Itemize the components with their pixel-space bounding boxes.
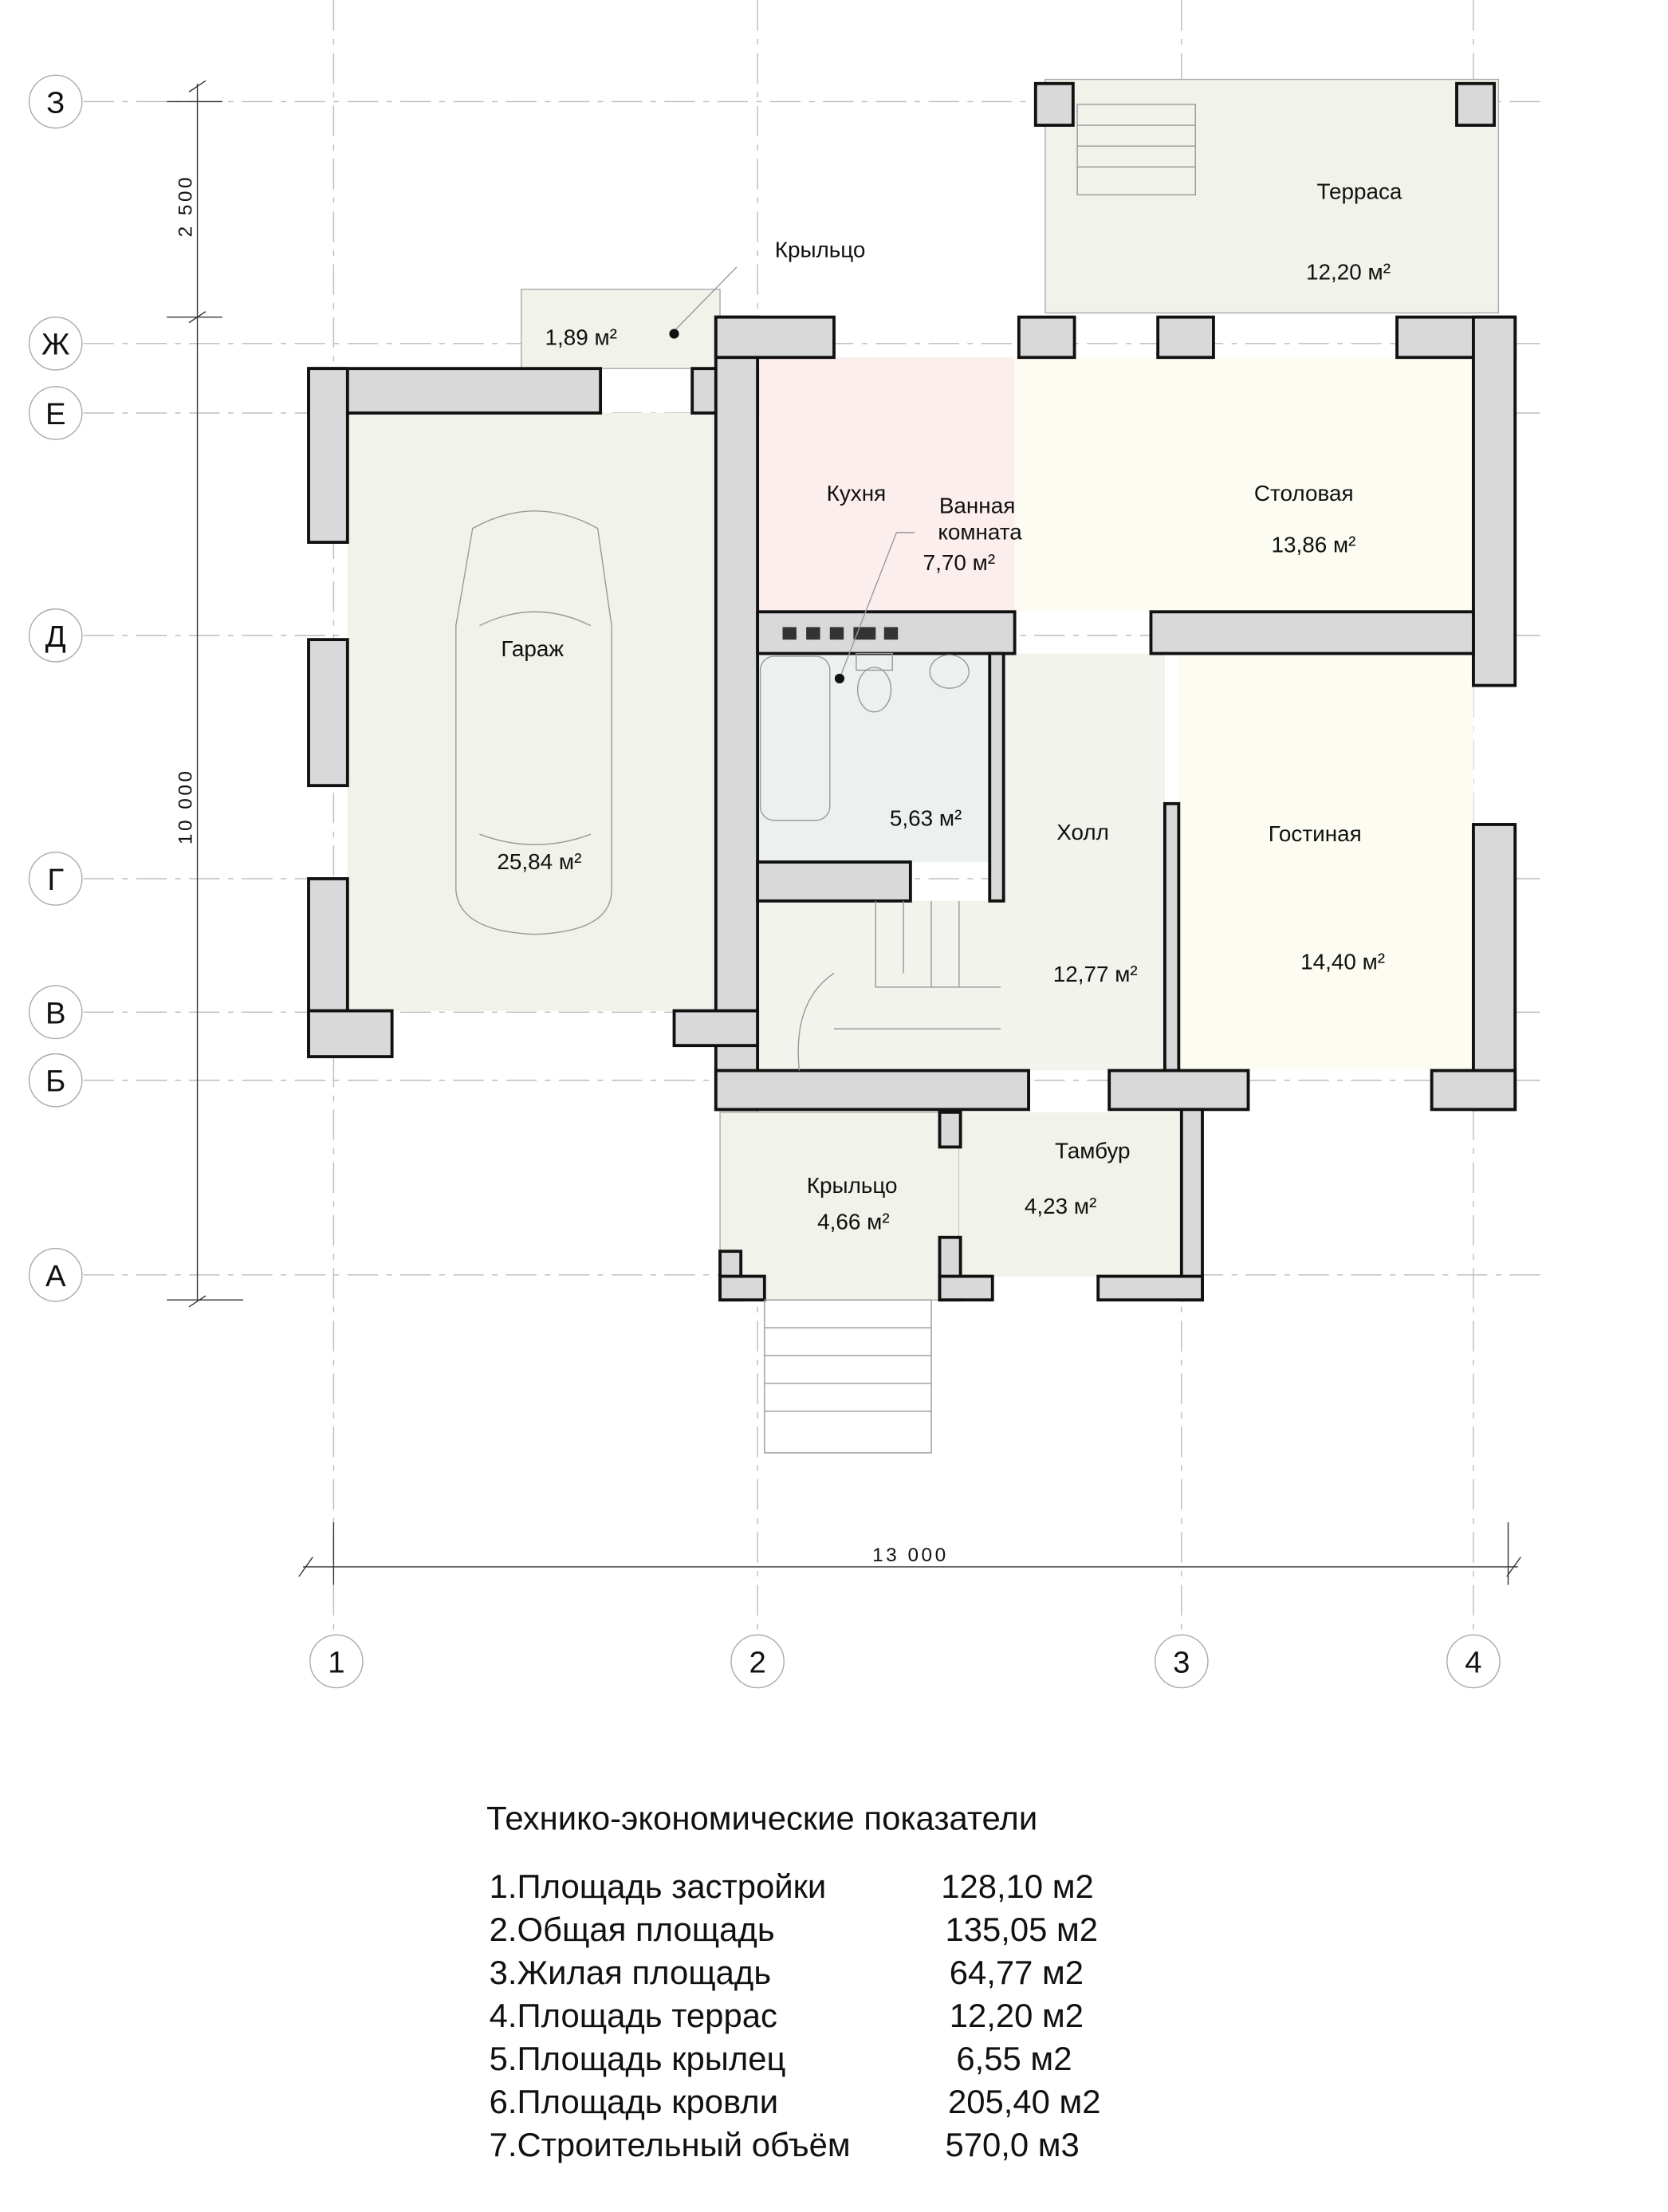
hall-area: 12,77 м² — [1053, 962, 1138, 986]
porch-bottom-area: 4,66 м² — [817, 1209, 889, 1234]
row-bubble-label: А — [45, 1259, 66, 1293]
porch-top-area: 1,89 м² — [545, 325, 616, 350]
indicator-label: 5.Площадь крылец — [490, 2040, 786, 2077]
living-area: 14,40 м² — [1300, 949, 1385, 974]
indicator-value: 6,55 м2 — [956, 2040, 1072, 2077]
terrace-area: 12,20 м² — [1306, 260, 1391, 285]
bathroom-callout-line1: Ванная — [939, 493, 1015, 518]
row-bubble-label: В — [45, 996, 66, 1030]
indicator-value: 205,40 м2 — [948, 2083, 1101, 2120]
row-bubble-label: Б — [45, 1065, 65, 1099]
stairs — [764, 104, 1196, 1454]
hall-label: Холл — [1056, 820, 1109, 844]
column-bubble-label: 2 — [749, 1645, 765, 1679]
dining-label: Столовая — [1254, 481, 1354, 506]
column-bubble-label: 1 — [328, 1645, 344, 1679]
indicator-label: 1.Площадь застройки — [490, 1868, 827, 1905]
indicator-label: 4.Площадь террас — [490, 1997, 777, 2034]
sink-icon — [929, 654, 970, 689]
vestibule-area: 4,23 м² — [1025, 1194, 1096, 1218]
indicator-value: 135,05 м2 — [945, 1911, 1098, 1948]
row-bubbles: З Ж Е Д Г В Б А — [28, 74, 83, 1302]
toilet-icon — [856, 652, 893, 713]
bathroom-callout-line2: комната — [938, 520, 1022, 545]
dimension-lines — [167, 80, 1521, 1585]
indicator-value: 570,0 м3 — [945, 2126, 1079, 2163]
vestibule-label: Тамбур — [1055, 1138, 1131, 1163]
column-bubbles: 1 2 3 4 — [309, 1634, 1501, 1689]
terrace-label: Терраса — [1317, 179, 1402, 203]
column-bubble-label: 4 — [1465, 1645, 1481, 1679]
indicator-value: 12,20 м2 — [950, 1997, 1084, 2034]
indicator-label: 2.Общая площадь — [490, 1911, 775, 1948]
garage-area: 25,84 м² — [497, 849, 581, 874]
room-labels: Терраса 12,20 м² Крыльцо 1,89 м² Кухня В… — [497, 179, 1402, 1234]
porch-top-label: Крыльцо — [775, 238, 866, 262]
row-bubble-label: З — [46, 85, 65, 120]
indicator-label: 3.Жилая площадь — [490, 1954, 771, 1991]
garage-label: Гараж — [501, 636, 564, 661]
walls — [307, 81, 1517, 1302]
bathtub-icon — [759, 655, 831, 821]
living-label: Гостиная — [1269, 821, 1362, 846]
dimension-vertical: 10 000 — [175, 769, 197, 845]
indicator-value: 64,77 м2 — [950, 1954, 1084, 1991]
indicators-title: Технико-экономические показатели — [486, 1799, 1037, 1836]
row-bubble-label: Д — [45, 620, 66, 654]
indicator-label: 6.Площадь кровли — [490, 2083, 778, 2120]
porch-bottom-label: Крыльцо — [807, 1173, 898, 1198]
dining-area: 13,86 м² — [1271, 532, 1355, 557]
indicator-value: 128,10 м2 — [941, 1868, 1094, 1905]
row-bubble-label: Ж — [41, 328, 69, 362]
dimension-horizontal: 13 000 — [872, 1545, 949, 1566]
indicator-label: 7.Строительный объём — [490, 2126, 851, 2163]
row-bubble-label: Е — [45, 397, 66, 431]
car-icon — [455, 510, 612, 935]
column-bubble-label: 3 — [1173, 1645, 1190, 1679]
bathroom-area: 5,63 м² — [890, 806, 962, 831]
bathroom-callout-area: 7,70 м² — [923, 550, 995, 575]
kitchen-label: Кухня — [827, 481, 887, 506]
row-bubble-label: Г — [47, 863, 64, 897]
room-fills — [347, 78, 1500, 1301]
indicators-table: Технико-экономические показатели 1.Площа… — [486, 1799, 1100, 2163]
dimension-top: 2 500 — [175, 175, 197, 237]
